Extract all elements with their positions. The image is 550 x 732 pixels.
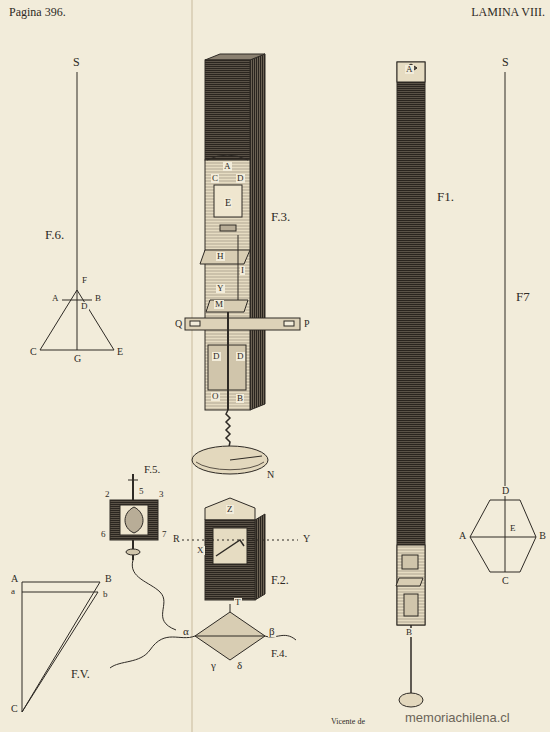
part-label: D [212, 352, 221, 361]
part-label: F7 [515, 290, 531, 303]
part-label: X [196, 546, 205, 555]
part-label: F1. [436, 190, 455, 203]
credit-text: Vicente de [330, 718, 366, 726]
part-label: E [224, 198, 232, 208]
part-label: a [10, 587, 16, 596]
part-label: F.3. [270, 210, 291, 223]
part-label: Y [216, 284, 225, 293]
part-label: B [104, 574, 113, 584]
part-label: F.2. [270, 574, 290, 586]
part-label: C [211, 174, 219, 183]
part-label: M [214, 300, 224, 309]
part-label: D [80, 302, 89, 311]
part-label: G [73, 354, 82, 364]
part-label: γ [210, 660, 217, 671]
part-label: A [51, 294, 60, 303]
part-label: S [501, 56, 510, 68]
part-label: 7 [161, 530, 168, 539]
part-label: Z [226, 505, 234, 514]
part-label: P [303, 319, 311, 329]
part-label: N [266, 470, 275, 480]
part-label: B [94, 294, 102, 303]
part-label: 6 [100, 530, 107, 539]
part-label: C [29, 347, 38, 357]
part-label: T [234, 598, 242, 607]
part-label: I [240, 266, 245, 275]
part-label: 5 [138, 487, 145, 496]
part-label: E [116, 347, 124, 357]
part-label: 3 [158, 490, 165, 499]
part-label: B [538, 531, 547, 541]
part-label: S [72, 56, 81, 68]
part-label: H [216, 252, 225, 261]
part-label: A [405, 65, 414, 74]
part-label: A [223, 162, 232, 171]
part-label: R [172, 534, 181, 544]
part-label: 2 [104, 490, 111, 499]
plate-title: LAMINA VIII. [470, 6, 546, 18]
part-label: F [81, 276, 88, 285]
part-label: D [501, 486, 510, 496]
part-label: α [182, 626, 190, 637]
part-label: β [268, 626, 276, 637]
part-label: F.6. [44, 228, 65, 241]
part-label: B [405, 628, 413, 637]
part-label: C [501, 576, 510, 586]
part-label: C [10, 704, 19, 714]
part-label: F.5. [143, 464, 161, 475]
part-label: Pagina 396. [8, 6, 67, 18]
part-label: F.4. [270, 648, 288, 659]
part-label: δ [236, 660, 243, 671]
part-label: D [236, 352, 245, 361]
part-label: b [102, 590, 109, 599]
part-label: A [10, 574, 19, 584]
part-label: A [458, 531, 467, 541]
part-label: Y [302, 534, 311, 544]
part-label: B [236, 394, 244, 403]
part-label: E [509, 524, 517, 533]
part-label: O [211, 392, 220, 401]
part-label: Q [174, 319, 183, 329]
credit-text: memoriachilena.cl [404, 711, 511, 724]
part-label: D [236, 174, 245, 183]
part-label: F.V. [70, 668, 91, 680]
